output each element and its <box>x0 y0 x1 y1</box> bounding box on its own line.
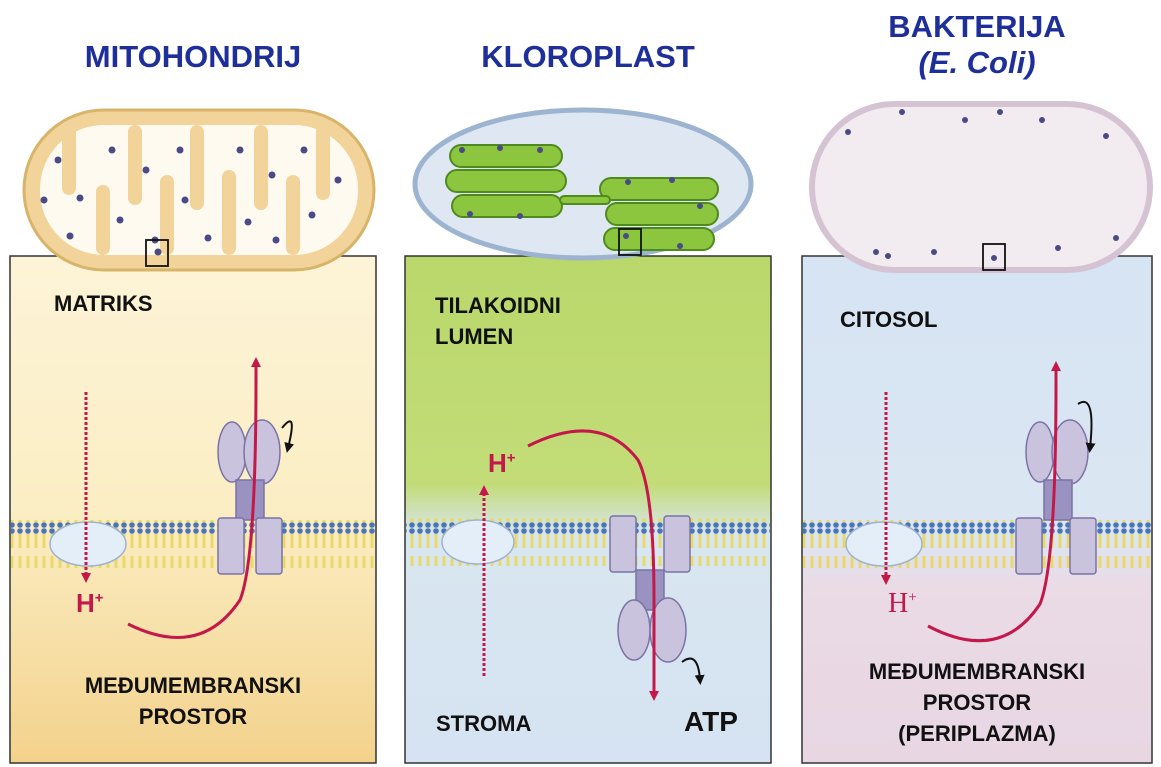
mito-transporter <box>50 522 126 566</box>
title-chloroplast: KLOROPLAST <box>405 40 771 74</box>
label-matrix: MATRIKS <box>54 288 153 319</box>
label-bact-periplasm: MEĐUMEMBRANSKI PROSTOR (PERIPLAZMA) <box>802 656 1152 749</box>
chloroplast-illustration <box>415 110 751 258</box>
label-thylakoid-lumen: TILAKOIDNI LUMEN <box>435 290 561 352</box>
label-atp: ATP <box>684 706 738 737</box>
label-stroma: STROMA <box>436 708 531 739</box>
bacterium-illustration <box>812 104 1150 270</box>
title-bacteria: BAKTERIJA <box>802 10 1152 44</box>
title-mitochondrion: MITOHONDRIJ <box>10 40 376 74</box>
mito-proton-label: H+ <box>76 588 104 619</box>
subtitle-bacteria: (E. Coli) <box>802 46 1152 80</box>
chloro-proton-label: H+ <box>488 448 516 479</box>
chloro-transporter <box>442 520 514 564</box>
mitochondrion-illustration <box>24 110 374 270</box>
bact-transporter <box>846 522 922 566</box>
panel-chloroplast <box>405 110 771 763</box>
label-mito-intermembrane: MEĐUMEMBRANSKI PROSTOR <box>10 670 376 732</box>
label-cytosol: CITOSOL <box>840 304 937 335</box>
panel-mitochondrion <box>10 110 376 763</box>
bact-proton-label: H+ <box>888 588 917 620</box>
